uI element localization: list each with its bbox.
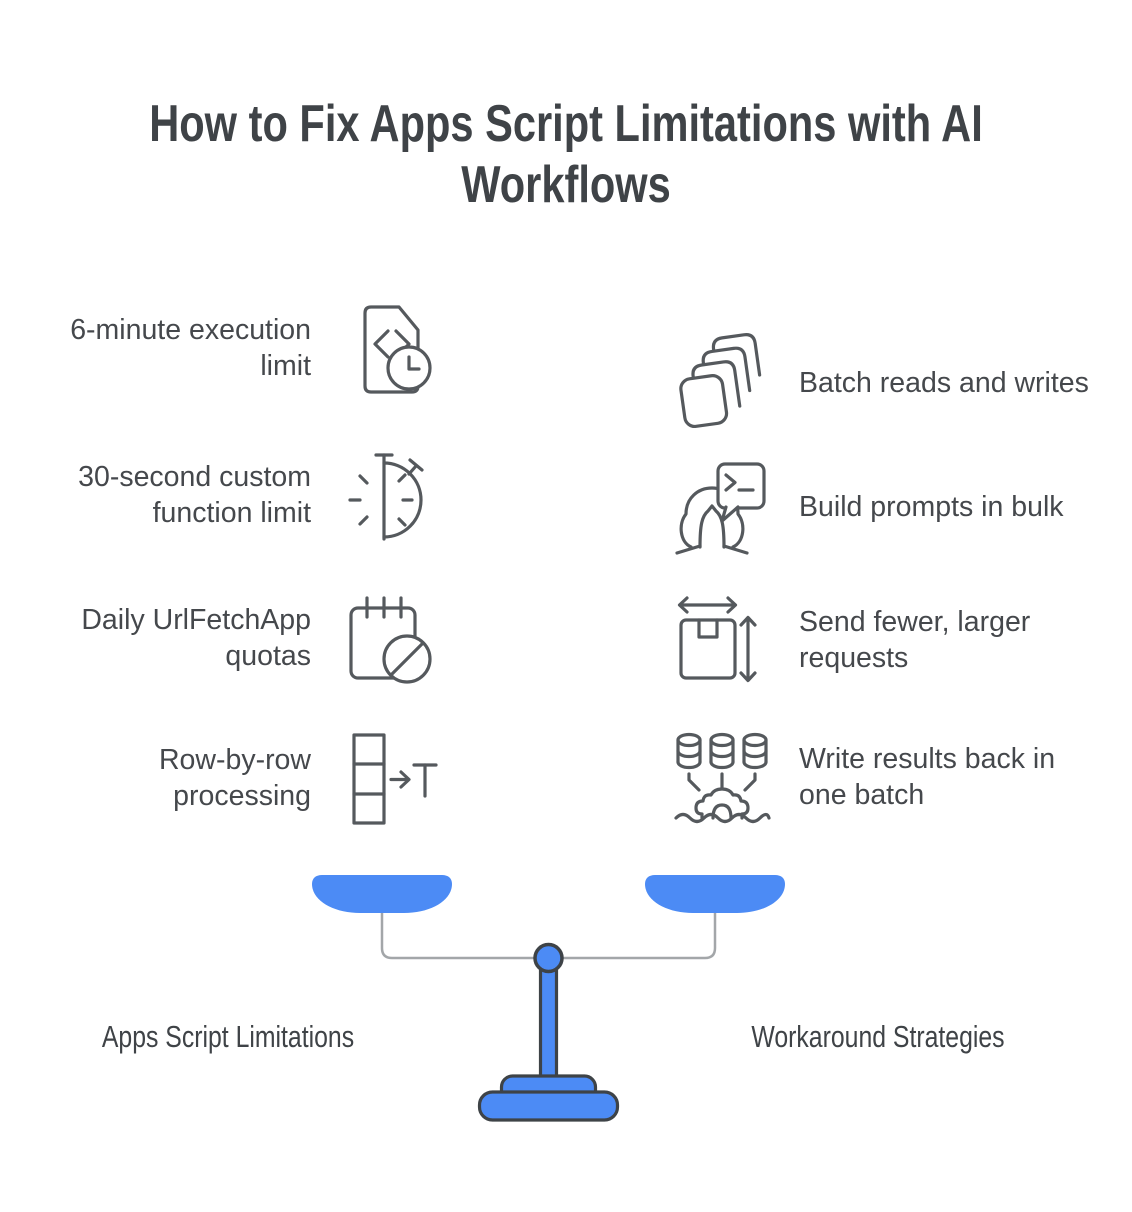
limitation-item: Row-by-row processing (40, 723, 438, 833)
scale-base-lower (477, 1090, 620, 1122)
stopwatch-icon (348, 453, 424, 541)
scale-pivot (533, 942, 564, 974)
strategy-item: Build prompts in bulk (672, 452, 1104, 562)
left-column-label: Apps Script Limitations (101, 1019, 355, 1054)
code-file-clock-icon (363, 305, 432, 394)
limitation-label: 6-minute execution limit (70, 313, 311, 382)
person-prompt-bubble-icon (675, 462, 766, 555)
strategy-item: Write results back in one batch (672, 722, 1104, 832)
calendar-blocked-icon (349, 596, 432, 684)
limitation-label: Daily UrlFetchApp quotas (81, 603, 311, 672)
page-title: How to Fix Apps Script Limitations with … (102, 94, 1030, 217)
page-title-line2: Workflows (461, 156, 671, 215)
limitation-label: Row-by-row processing (158, 743, 311, 812)
balance-scale (312, 875, 785, 1122)
limitation-item: Daily UrlFetchApp quotas (40, 583, 438, 693)
strategy-label: Send fewer, larger requests (799, 605, 1031, 674)
strategy-label: Write results back in one batch (799, 742, 1056, 811)
strategy-label: Build prompts in bulk (799, 490, 1064, 523)
limitation-item: 30-second custom function limit (40, 440, 438, 550)
page-title-line1: How to Fix Apps Script Limitations with … (149, 95, 983, 153)
scale-right-pan (645, 875, 785, 913)
row-to-text-icon (352, 733, 438, 825)
strategy-item: Send fewer, larger requests (672, 585, 1104, 695)
scale-left-pan (312, 875, 452, 913)
strategy-label: Batch reads and writes (799, 366, 1089, 399)
strategy-item: Batch reads and writes (672, 328, 1104, 438)
databases-to-gear-icon (674, 732, 771, 824)
limitation-label: 30-second custom function limit (78, 460, 311, 529)
layered-sheets-icon (679, 333, 762, 429)
right-column-label: Workaround Strategies (751, 1019, 1005, 1054)
package-resize-icon (677, 596, 757, 683)
limitation-item: 6-minute execution limit (40, 293, 438, 403)
